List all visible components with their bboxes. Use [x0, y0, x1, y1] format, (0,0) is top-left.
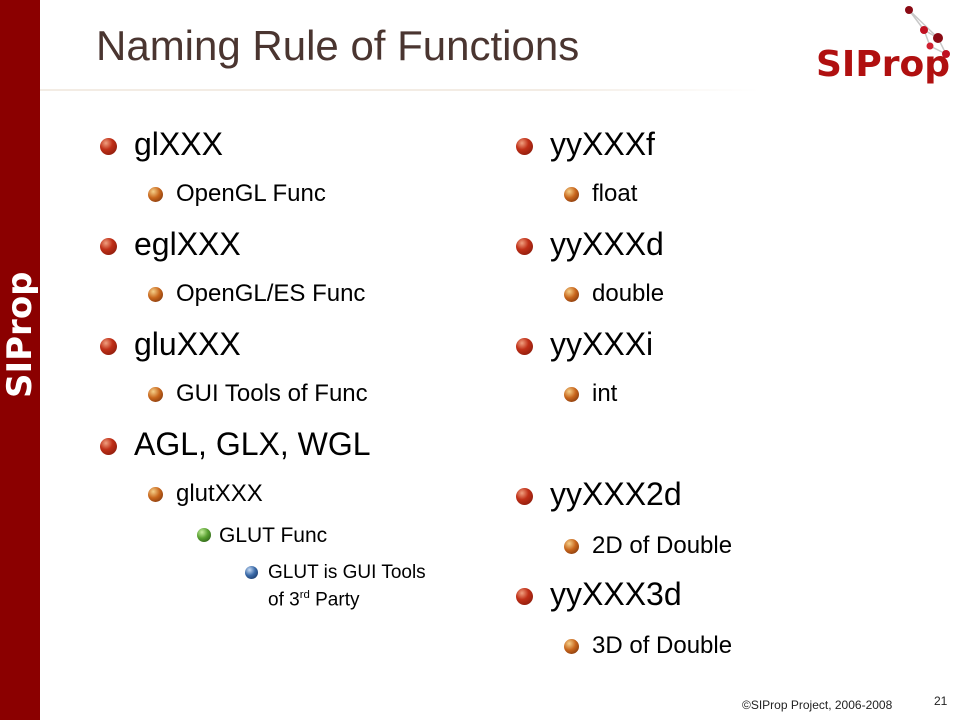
brand-text: SIProp [816, 44, 950, 85]
bullet-double-fn: yyXXXd [550, 226, 664, 262]
footer-copyright: ©SIProp Project, 2006-2008 [742, 698, 893, 712]
bullet-icon [564, 639, 579, 654]
slide-title: Naming Rule of Functions [96, 22, 580, 69]
bullet-glu: gluXXX [134, 326, 241, 362]
bullet-icon [564, 187, 579, 202]
bullet-icon [564, 287, 579, 302]
bullet-double-desc: double [592, 280, 665, 307]
page-number: 21 [934, 694, 948, 708]
glut-note-line-1: GLUT is GUI Tools [268, 562, 426, 583]
bullet-float-fn: yyXXXf [550, 126, 655, 162]
sidebar-band: SIProp [0, 0, 40, 720]
bullet-gl-desc: OpenGL Func [176, 180, 326, 207]
bullet-icon [516, 138, 533, 155]
bullet-icon [516, 488, 533, 505]
bullet-icon [516, 588, 533, 605]
glut-note-line-2: of 3rd Party [268, 589, 360, 611]
bullet-icon [197, 528, 211, 542]
bullet-icon [148, 487, 163, 502]
bullet-int-fn: yyXXXi [550, 326, 654, 362]
bullet-icon [100, 438, 117, 455]
bullet-3d-fn: yyXXX3d [550, 576, 682, 612]
bullet-float-desc: float [592, 180, 638, 207]
bullet-icon [564, 539, 579, 554]
bullet-3d-desc: 3D of Double [592, 632, 733, 659]
bullet-icon [148, 287, 163, 302]
bullet-egl-desc: OpenGL/ES Func [176, 280, 366, 307]
bullet-gl: glXXX [134, 126, 223, 162]
bullet-icon [148, 387, 163, 402]
bullet-2d-desc: 2D of Double [592, 532, 733, 559]
bullet-icon [100, 338, 117, 355]
title-divider [40, 89, 760, 91]
bullet-int-desc: int [592, 380, 618, 407]
bullet-egl: eglXXX [134, 226, 241, 262]
bullet-icon [516, 338, 533, 355]
bullet-glu-desc: GUI Tools of Func [176, 380, 368, 407]
bullet-icon [245, 566, 258, 579]
brand-logo: SIProp [806, 0, 960, 90]
bullet-icon [100, 138, 117, 155]
bullet-icon [564, 387, 579, 402]
bullet-icon [516, 238, 533, 255]
bullet-icon [100, 238, 117, 255]
bullet-icon [148, 187, 163, 202]
brand-network-icon [905, 6, 950, 58]
bullet-2d-fn: yyXXX2d [550, 476, 682, 512]
bullet-glut: glutXXX [176, 480, 263, 507]
side-logo: SIProp [0, 271, 40, 398]
bullet-glut-func: GLUT Func [219, 524, 328, 547]
bullet-agl: AGL, GLX, WGL [134, 426, 371, 462]
